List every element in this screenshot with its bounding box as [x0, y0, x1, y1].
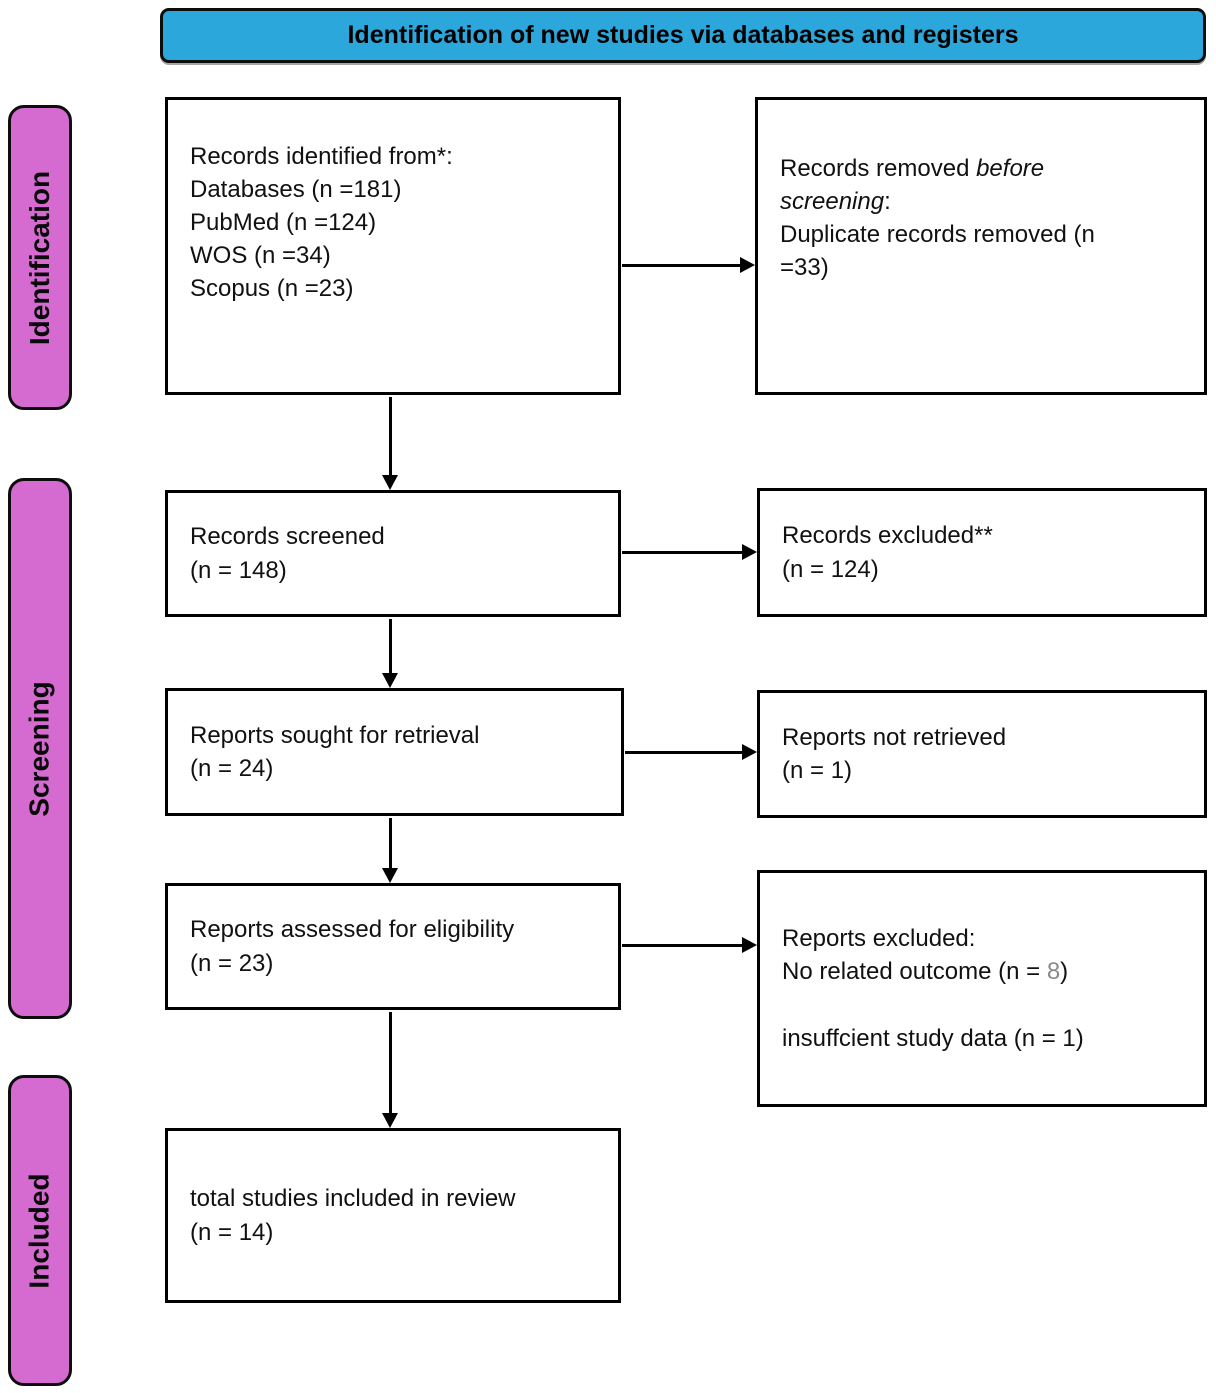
box-reports-sought: Reports sought for retrieval (n = 24) [165, 688, 624, 816]
text-line: Databases (n =181) [190, 176, 402, 204]
arrow-identified-to-screened [382, 397, 399, 490]
box-records-excluded: Records excluded** (n = 124) [757, 488, 1207, 617]
text-line: Records removed before [780, 155, 1045, 182]
text-line: insuffcient study data (n = 1) [782, 1025, 1084, 1053]
arrow-assessed-to-included [382, 1012, 399, 1128]
text-line: (n = 124) [782, 555, 879, 583]
stage-label-text: Included [24, 1172, 55, 1289]
arrow-assessed-to-reports-excluded [622, 937, 757, 954]
diagram-title: Identification of new studies via databa… [347, 21, 1019, 49]
arrow-screened-to-excluded [622, 544, 757, 561]
muted-number: 8 [1046, 957, 1061, 985]
text-line: (n = 1) [782, 757, 853, 784]
box-records-screened: Records screened (n = 148) [165, 490, 621, 617]
arrow-sought-to-assessed [382, 818, 399, 883]
stage-label-identification: Identification [8, 105, 72, 410]
text-line: total studies included in review [190, 1185, 516, 1213]
text-line: Reports excluded: [782, 924, 976, 952]
box-studies-included: total studies included in review (n = 14… [165, 1128, 621, 1303]
text-line: WOS (n =34) [190, 242, 331, 270]
text-line: screening: [780, 188, 891, 216]
text-line: Records screened [190, 523, 385, 551]
stage-label-text: Screening [24, 680, 56, 817]
box-records-identified: Records identified from*: Databases (n =… [165, 97, 621, 395]
arrow-identified-to-removed [622, 257, 755, 274]
text-line: =33) [780, 254, 829, 282]
text-line: No related outcome (n = 8) [782, 957, 1069, 985]
text-line: Reports assessed for eligibility [190, 916, 515, 944]
italic-text: screening [780, 188, 885, 216]
box-reports-excluded: Reports excluded: No related outcome (n … [757, 870, 1207, 1107]
box-reports-assessed: Reports assessed for eligibility (n = 23… [165, 883, 621, 1010]
stage-label-screening: Screening [8, 478, 72, 1019]
text-line: (n = 14) [190, 1218, 274, 1246]
italic-text: before [976, 155, 1045, 182]
text-line: Scopus (n =23) [190, 275, 354, 303]
text-line: Reports not retrieved [782, 723, 1007, 751]
text-line: Records excluded** [782, 522, 993, 550]
text-line: Duplicate records removed (n [780, 221, 1095, 249]
arrow-screened-to-sought [382, 619, 399, 688]
box-records-removed: Records removed before screening: Duplic… [755, 97, 1207, 395]
stage-label-included: Included [8, 1075, 72, 1386]
arrow-sought-to-not-retrieved [625, 744, 757, 761]
blank-line [782, 988, 1186, 1022]
text-line: (n = 23) [190, 949, 274, 977]
text-line: Records identified from*: [190, 143, 453, 170]
text-line: (n = 24) [190, 755, 274, 782]
stage-label-text: Identification [24, 170, 56, 345]
box-reports-not-retrieved: Reports not retrieved (n = 1) [757, 690, 1207, 818]
text-line: Reports sought for retrieval [190, 721, 480, 749]
text-line: PubMed (n =124) [190, 209, 377, 237]
text-line: (n = 148) [190, 556, 287, 584]
header-banner: Identification of new studies via databa… [160, 8, 1206, 63]
